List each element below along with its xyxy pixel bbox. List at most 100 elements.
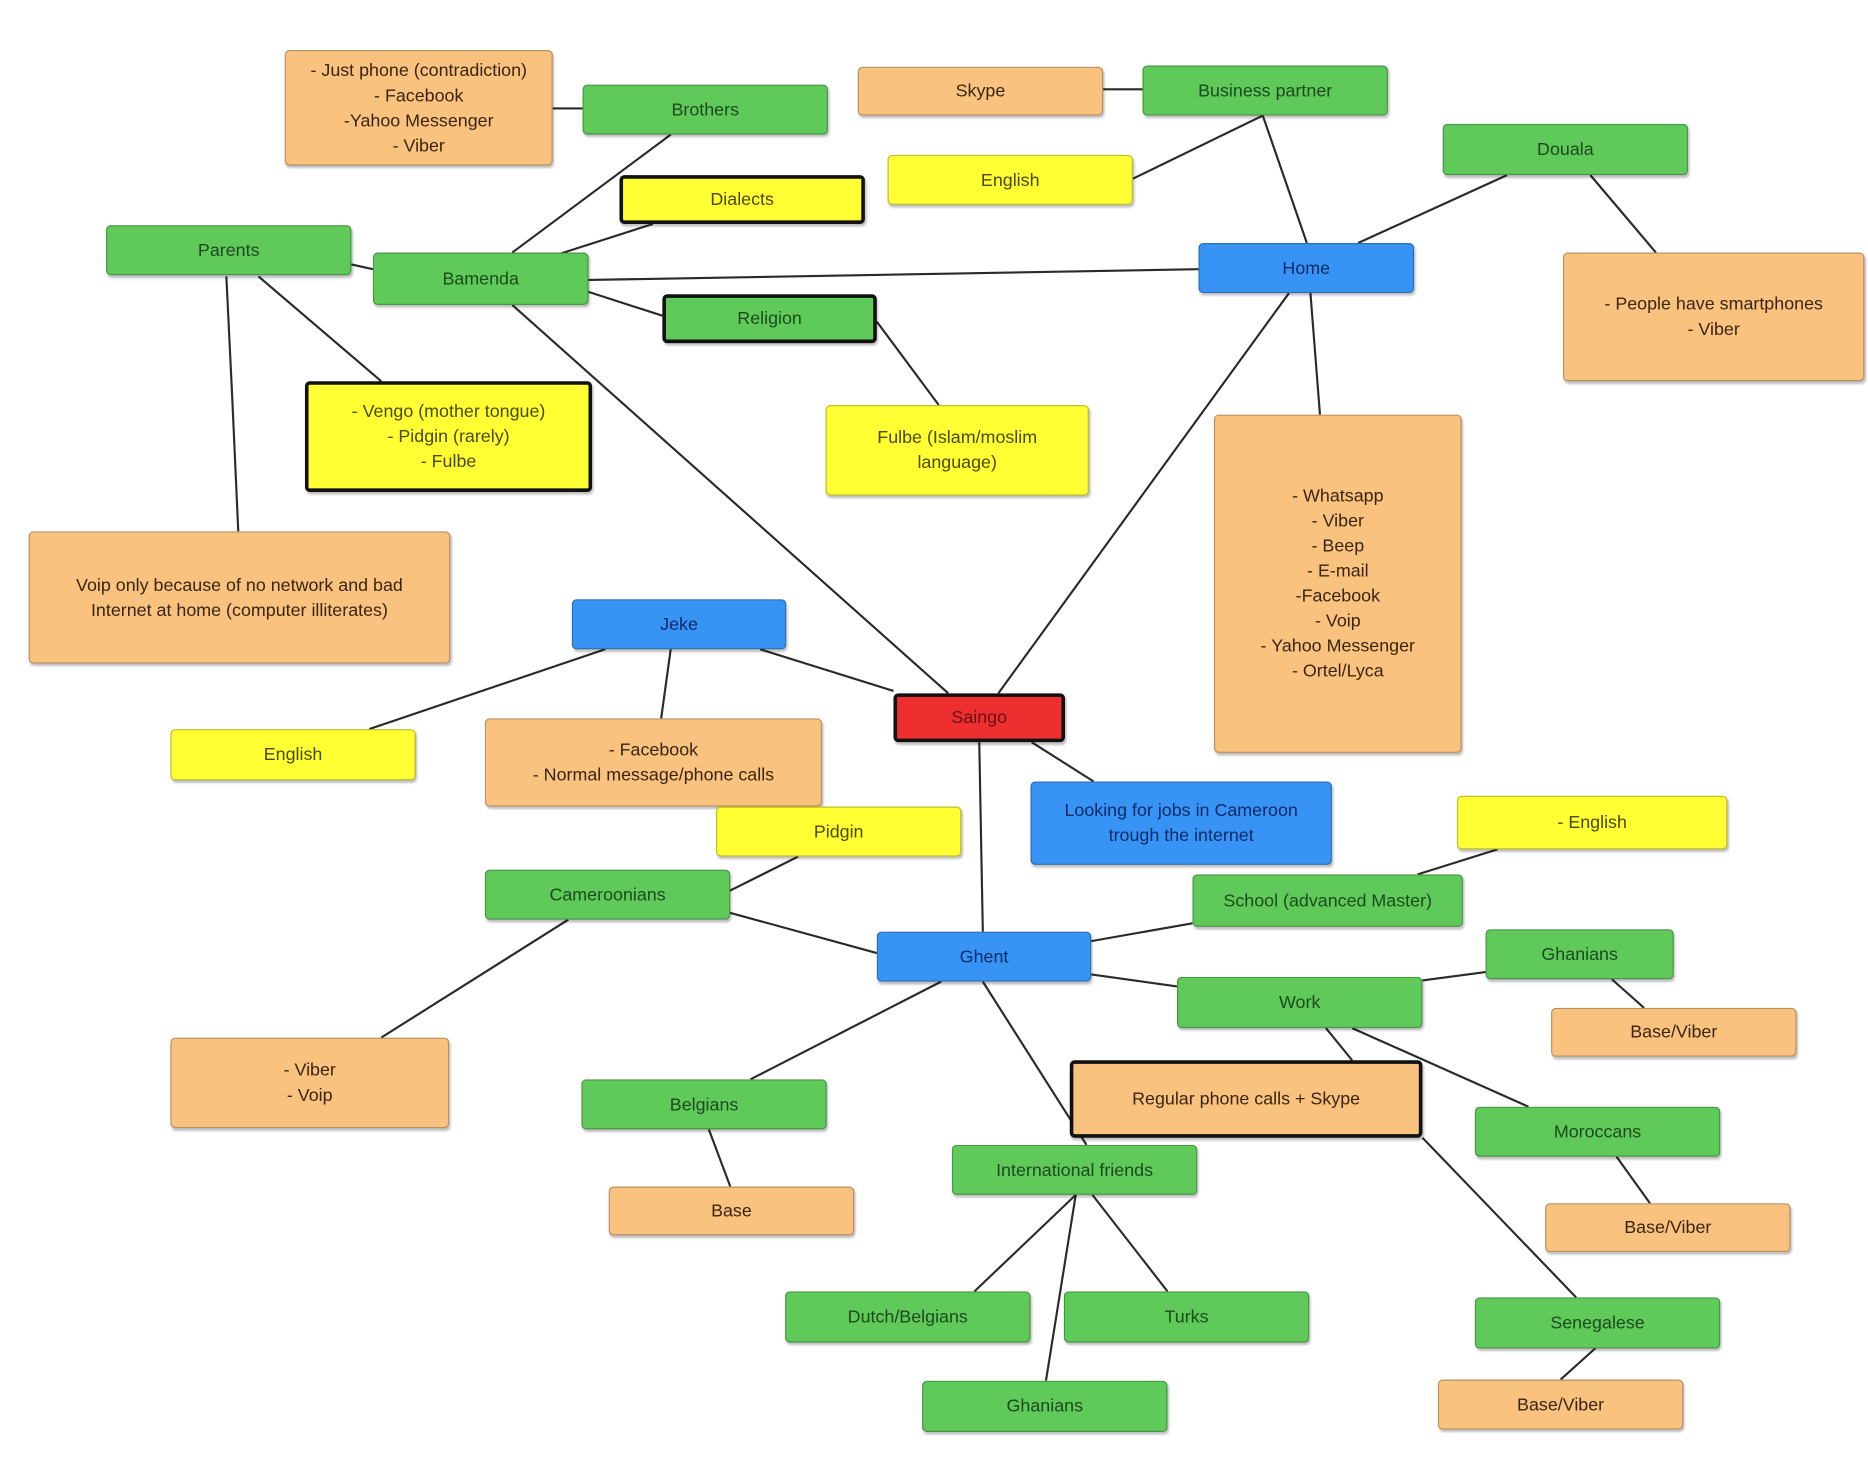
- node-label: Fulbe (Islam/moslim: [877, 427, 1038, 448]
- node-label: - Viber: [1311, 511, 1364, 532]
- node-bamenda[interactable]: Bamenda: [372, 252, 589, 305]
- connector-jeke-to-english-jeke: [368, 648, 606, 731]
- node-ghanians-friends[interactable]: Ghanians: [922, 1380, 1168, 1432]
- connector-english-school-to-school: [1417, 848, 1498, 876]
- node-home[interactable]: Home: [1198, 243, 1415, 294]
- connector-saingo-to-ghent: [978, 742, 984, 932]
- node-label: Base/Viber: [1630, 1022, 1718, 1043]
- node-base-viber-1[interactable]: Base/Viber: [1551, 1007, 1797, 1057]
- node-turks[interactable]: Turks: [1063, 1291, 1310, 1343]
- connector-ghent-to-belgians: [750, 980, 942, 1081]
- node-pidgin[interactable]: Pidgin: [715, 806, 962, 857]
- connector-regular-calls-to-senegalese: [1421, 1136, 1577, 1299]
- connector-cameroonians-to-viber-voip: [380, 918, 569, 1039]
- node-douala[interactable]: Douala: [1442, 123, 1689, 176]
- node-label: - People have smartphones: [1604, 294, 1823, 315]
- connector-ghent-to-international-friends: [981, 981, 1088, 1146]
- connector-business-partner-to-home: [1261, 115, 1308, 244]
- node-viber-voip[interactable]: - Viber - Voip: [170, 1037, 450, 1129]
- node-regular-calls[interactable]: Regular phone calls + Skype: [1069, 1060, 1423, 1138]
- node-label: Work: [1279, 992, 1321, 1013]
- node-label: Internet at home (computer illiterates): [90, 599, 388, 621]
- node-belgians[interactable]: Belgians: [581, 1079, 827, 1130]
- node-label: Cameroonians: [549, 884, 666, 905]
- node-label: -Yahoo Messenger: [343, 110, 494, 131]
- node-brothers[interactable]: Brothers: [582, 84, 828, 135]
- node-label: Jeke: [660, 614, 698, 635]
- connector-pidgin-to-cameroonians: [728, 855, 799, 893]
- connector-saingo-to-looking-jobs: [1031, 741, 1095, 783]
- node-english-business[interactable]: English: [887, 154, 1133, 205]
- connector-belgians-to-base: [707, 1128, 732, 1187]
- node-moroccans[interactable]: Moroccans: [1474, 1106, 1721, 1157]
- node-label: Brothers: [671, 99, 740, 120]
- node-label: -Facebook: [1295, 586, 1381, 607]
- connector-international-friends-to-turks: [1091, 1194, 1169, 1293]
- node-just-phone[interactable]: - Just phone (contradiction)- Facebook-Y…: [284, 50, 553, 166]
- node-label: - Viber: [1687, 319, 1740, 340]
- node-label: - Voip: [286, 1085, 333, 1106]
- node-label: Base/Viber: [1517, 1394, 1605, 1415]
- node-saingo[interactable]: Saingo: [893, 693, 1066, 743]
- connector-parents-to-voip-only: [225, 276, 240, 532]
- node-ghent[interactable]: Ghent: [876, 931, 1092, 982]
- node-english-school[interactable]: - English: [1456, 795, 1728, 850]
- node-label: - Facebook: [374, 85, 464, 106]
- node-label: Regular phone calls + Skype: [1132, 1088, 1361, 1110]
- node-school[interactable]: School (advanced Master): [1192, 874, 1463, 927]
- node-label: International friends: [996, 1159, 1154, 1180]
- connector-jeke-to-saingo: [759, 648, 894, 692]
- node-base[interactable]: Base: [608, 1186, 855, 1236]
- node-work[interactable]: Work: [1177, 976, 1423, 1029]
- connector-dialects-to-bamenda: [559, 222, 654, 255]
- node-label: - Viber: [283, 1060, 336, 1081]
- node-ghanians-work[interactable]: Ghanians: [1485, 929, 1674, 980]
- node-international-friends[interactable]: International friends: [951, 1144, 1198, 1195]
- node-skype[interactable]: Skype: [857, 66, 1104, 116]
- connector-moroccans-to-base-viber-2: [1615, 1156, 1651, 1204]
- node-label: - E-mail: [1307, 561, 1369, 582]
- node-label: - Vengo (mother tongue): [351, 401, 546, 422]
- node-base-viber-3[interactable]: Base/Viber: [1437, 1379, 1684, 1430]
- node-business-partner[interactable]: Business partner: [1142, 65, 1388, 116]
- connector-parents-to-vengo: [257, 275, 382, 383]
- node-vengo[interactable]: - Vengo (mother tongue) - Pidgin (rarely)…: [304, 381, 593, 493]
- node-label: Business partner: [1198, 80, 1333, 101]
- connector-ghent-to-work: [1091, 973, 1178, 988]
- node-english-jeke[interactable]: English: [170, 729, 416, 781]
- node-label: Voip only because of no network and bad: [76, 574, 403, 596]
- node-dutch-belgians[interactable]: Dutch/Belgians: [785, 1291, 1031, 1343]
- node-smartphones[interactable]: - People have smartphones - Viber: [1562, 252, 1865, 382]
- node-jeke-facebook[interactable]: - Facebook - Normal message/phone calls: [484, 718, 822, 807]
- node-cameroonians[interactable]: Cameroonians: [484, 869, 731, 920]
- node-label: - Beep: [1311, 536, 1365, 557]
- connector-senegalese-to-base-viber-3: [1559, 1346, 1598, 1381]
- connector-home-to-home-apps: [1309, 292, 1322, 415]
- node-dialects[interactable]: Dialects: [619, 175, 865, 224]
- node-label: Pidgin: [813, 821, 864, 842]
- node-home-apps[interactable]: - Whatsapp- Viber- Beep- E-mail-Facebook…: [1213, 414, 1462, 753]
- node-label: English: [263, 744, 323, 765]
- node-label: Ghanians: [1006, 1396, 1084, 1417]
- node-label: - Pidgin (rarely): [387, 426, 510, 447]
- connector-bamenda-to-saingo: [511, 304, 949, 695]
- connector-english-business-to-business-partner: [1132, 114, 1264, 180]
- node-label: Ghanians: [1541, 944, 1618, 965]
- node-base-viber-2[interactable]: Base/Viber: [1545, 1203, 1791, 1253]
- connector-home-to-saingo: [997, 292, 1290, 694]
- node-religion[interactable]: Religion: [662, 294, 877, 344]
- node-label: Ghent: [959, 946, 1009, 967]
- node-label: - Normal message/phone calls: [532, 764, 775, 786]
- node-jeke[interactable]: Jeke: [571, 599, 787, 650]
- connector-jeke-to-jeke-facebook: [660, 649, 672, 719]
- node-label: Home: [1282, 257, 1331, 279]
- node-parents[interactable]: Parents: [106, 225, 352, 276]
- node-label: Moroccans: [1553, 1121, 1642, 1142]
- node-label: - Facebook: [608, 739, 699, 761]
- node-senegalese[interactable]: Senegalese: [1474, 1297, 1721, 1349]
- node-label: - English: [1557, 812, 1627, 833]
